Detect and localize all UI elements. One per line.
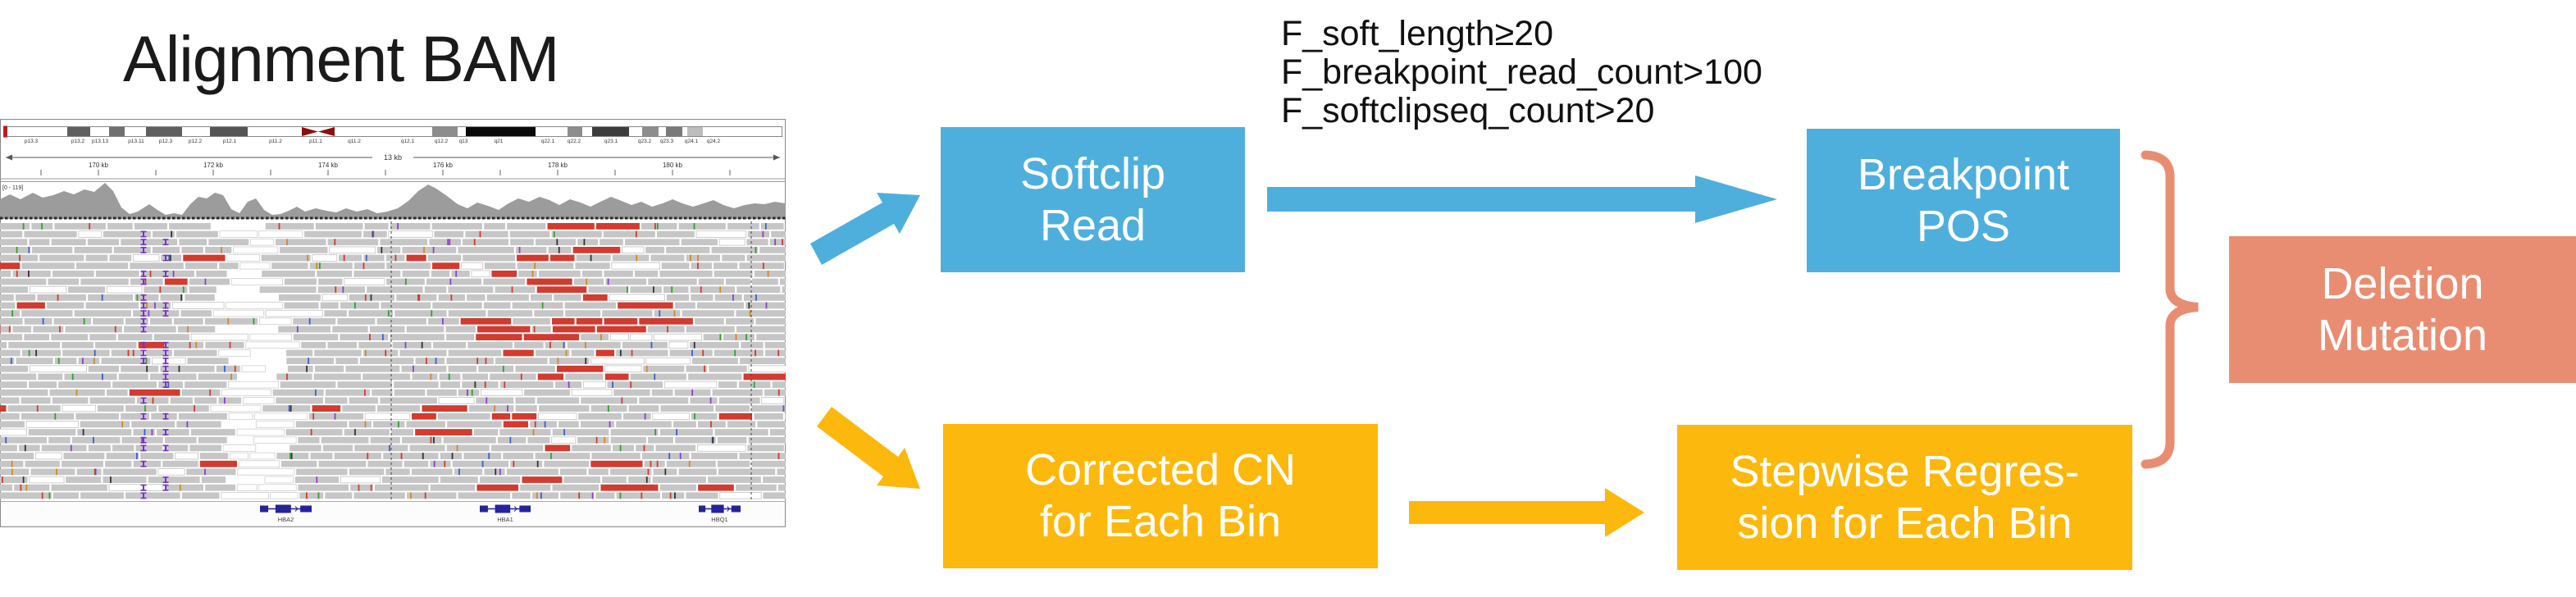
figure-title: Alignment BAM — [123, 22, 559, 95]
gene-label: HBA1 — [497, 516, 513, 523]
node-label-line: Softclip — [1019, 148, 1166, 198]
chromosome-ideogram: p13.3 p13.2 p13.13 p13.11 p12.3 p12.2 p12.1 p11… — [3, 125, 782, 144]
svg-text:p13.3: p13.3 — [25, 139, 39, 144]
node-label-line: Deletion — [2321, 258, 2484, 308]
filter-line-3: F_softclipseq_count>20 — [1281, 91, 1655, 130]
svg-text:174 kb: 174 kb — [318, 162, 339, 169]
ruler-track: 13 kb 170 kb 172 kb 174 kb 176 kb 178 kb 180 k… — [0, 151, 786, 182]
svg-text:170 kb: 170 kb — [89, 162, 109, 169]
svg-text:176 kb: 176 kb — [433, 162, 454, 169]
node-label-line: Breakpoint — [1857, 149, 2070, 199]
svg-text:180 kb: 180 kb — [663, 162, 683, 169]
corrected-cn-node: Corrected CN for Each Bin — [943, 424, 1378, 568]
node-label-line: Read — [1039, 200, 1147, 250]
filter-line-2: F_breakpoint_read_count>100 — [1281, 52, 1762, 92]
breakpoint-pos-node: Breakpoint POS — [1807, 129, 2120, 272]
gene-track: HBA2 HBA1 HBQ1 — [0, 501, 786, 526]
deletion-mutation-node: Deletion Mutation — [2229, 236, 2576, 383]
svg-text:p11.1: p11.1 — [309, 139, 322, 144]
gene-label: HBA2 — [278, 516, 294, 523]
svg-text:q12.1: q12.1 — [401, 139, 415, 144]
read-alignments-track — [0, 223, 842, 499]
svg-text:p13.13: p13.13 — [92, 139, 108, 144]
node-label-line: Mutation — [2317, 310, 2488, 360]
arrow-softclip-to-breakpoint — [1267, 175, 1777, 223]
igv-svg: p13.3 p13.2 p13.13 p13.11 p12.3 p12.2 p12.1 p11… — [0, 119, 842, 527]
svg-text:q11.2: q11.2 — [348, 139, 361, 144]
igv-alignment-screenshot: p13.3 p13.2 p13.13 p13.11 p12.3 p12.2 p12.1 p11… — [0, 119, 842, 527]
svg-text:p13.11: p13.11 — [128, 139, 144, 144]
node-label-line: POS — [1916, 201, 2011, 251]
svg-text:q13: q13 — [459, 139, 468, 144]
svg-text:178 kb: 178 kb — [548, 162, 568, 169]
gene-label: HBQ1 — [711, 516, 727, 523]
coverage-track: [0 - 119] — [0, 183, 786, 220]
svg-text:172 kb: 172 kb — [203, 162, 224, 169]
svg-text:q22.1: q22.1 — [541, 139, 555, 144]
grouping-brace — [2141, 150, 2199, 469]
svg-text:q12.2: q12.2 — [435, 139, 449, 144]
node-label-line: Stepwise Regres- — [1730, 446, 2080, 496]
svg-text:q22.2: q22.2 — [568, 139, 581, 144]
stepwise-regression-node: Stepwise Regres- sion for Each Bin — [1677, 425, 2132, 570]
svg-text:q23.2: q23.2 — [638, 139, 652, 144]
svg-text:q23.3: q23.3 — [660, 139, 674, 144]
softclip-read-node: Softclip Read — [941, 127, 1245, 272]
svg-text:q24.2: q24.2 — [707, 139, 721, 144]
arrow-cn-to-stepwise — [1409, 488, 1644, 537]
filter-line-1: F_soft_length≥20 — [1281, 14, 1553, 53]
svg-text:p12.1: p12.1 — [223, 139, 237, 144]
coverage-range-label: [0 - 119] — [2, 185, 23, 191]
svg-text:p12.2: p12.2 — [189, 139, 203, 144]
filter-conditions: F_soft_length≥20 F_breakpoint_read_count… — [1281, 15, 1762, 130]
arrow-bam-to-softclip — [810, 193, 920, 265]
arrow-bam-to-cn — [817, 407, 920, 489]
ideogram-view-marker — [3, 125, 7, 138]
svg-text:q21: q21 — [495, 139, 504, 144]
svg-text:q23.1: q23.1 — [604, 139, 618, 144]
node-label-line: for Each Bin — [1039, 497, 1282, 546]
svg-text:q24.1: q24.1 — [685, 139, 699, 144]
node-label-line: sion for Each Bin — [1737, 498, 2072, 548]
node-label-line: Corrected CN — [1024, 445, 1297, 494]
ruler-span-label: 13 kb — [384, 153, 402, 162]
svg-text:p12.3: p12.3 — [159, 139, 173, 144]
svg-text:p13.2: p13.2 — [71, 139, 85, 144]
svg-text:p11.2: p11.2 — [269, 139, 282, 144]
